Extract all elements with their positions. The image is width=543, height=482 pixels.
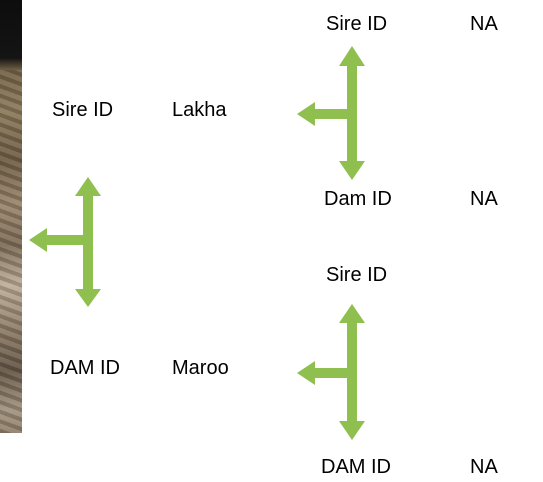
horizontal-bar bbox=[46, 235, 88, 245]
paternal-granddam-value: NA bbox=[470, 188, 498, 210]
paternal-grandsire-label: Sire ID bbox=[326, 13, 388, 35]
connector-dam-icon bbox=[297, 304, 365, 440]
arrow-down-icon bbox=[339, 161, 365, 180]
dam-id-value: Maroo bbox=[172, 357, 229, 379]
horizontal-bar bbox=[314, 109, 352, 119]
paternal-grandsire-value: NA bbox=[470, 13, 498, 35]
maternal-granddam-label: DAM ID bbox=[321, 456, 391, 478]
maternal-granddam-value: NA bbox=[470, 456, 498, 478]
connector-subject-icon bbox=[29, 177, 101, 307]
arrow-up-icon bbox=[339, 304, 365, 323]
arrow-left-icon bbox=[297, 102, 315, 126]
animal-photo-texture bbox=[0, 70, 22, 433]
arrow-left-icon bbox=[297, 361, 315, 385]
arrow-up-icon bbox=[339, 46, 365, 66]
sire-id-label: Sire ID bbox=[52, 99, 114, 121]
horizontal-bar bbox=[314, 368, 352, 378]
arrow-down-icon bbox=[75, 289, 101, 307]
dam-id-label: DAM ID bbox=[50, 357, 120, 379]
arrow-up-icon bbox=[75, 177, 101, 196]
sire-id-value: Lakha bbox=[172, 99, 227, 121]
maternal-grandsire-label: Sire ID bbox=[326, 264, 388, 286]
arrow-left-icon bbox=[29, 228, 47, 252]
animal-photo bbox=[0, 0, 22, 433]
arrow-down-icon bbox=[339, 421, 365, 440]
paternal-granddam-label: Dam ID bbox=[324, 188, 392, 210]
connector-sire-icon bbox=[297, 46, 365, 180]
